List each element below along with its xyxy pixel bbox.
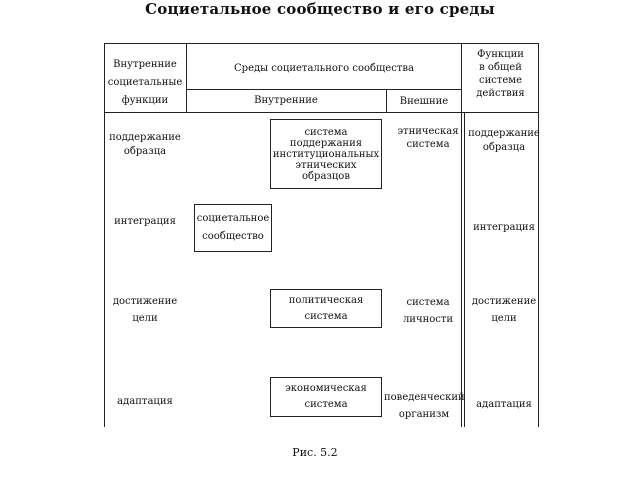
header-bottom-border: [104, 112, 539, 113]
row-label-pattern: поддержание образца: [109, 132, 181, 157]
general-integration: интеграция: [473, 222, 535, 233]
economic-system-label: экономическая система: [285, 383, 367, 410]
row-label-adaptation: адаптация: [117, 396, 173, 407]
header-environments: Среды социетального сообщества: [234, 63, 414, 74]
header-internal-functions: Внутренние социетальные функции: [107, 59, 183, 106]
political-system-box: политическая система: [270, 289, 382, 328]
general-goal-attainment: достижение цели: [471, 296, 537, 324]
pattern-maintenance-system-box: система поддержания институциональных эт…: [270, 119, 382, 189]
header-subdivider: [186, 89, 462, 90]
pattern-maintenance-system-label: система поддержания институциональных эт…: [272, 126, 380, 182]
external-behavioral-organism: поведенческий организм: [384, 392, 465, 420]
header-internal: Внутренние: [254, 95, 318, 106]
header-external: Внешние: [399, 96, 449, 107]
row-label-goal: достижение цели: [112, 296, 178, 324]
general-adaptation: адаптация: [476, 399, 532, 410]
table-top-border: [104, 43, 539, 44]
economic-system-box: экономическая система: [270, 377, 382, 417]
societal-community-box: социетальное сообщество: [194, 204, 272, 252]
table-right-border: [538, 43, 539, 427]
table-left-border: [104, 43, 105, 427]
external-ethnic-system: этническая система: [397, 126, 459, 150]
column-divider-general-a: [461, 43, 462, 427]
column-divider-internal-external: [386, 89, 387, 113]
column-divider-general-b: [464, 113, 465, 427]
political-system-label: политическая система: [288, 294, 364, 322]
header-functions-general: Функции в общей системе действия: [476, 49, 525, 99]
page-title: Социетальное сообщество и его среды: [145, 0, 495, 18]
societal-community-label: социетальное сообщество: [196, 213, 270, 242]
general-pattern-maintenance: поддержание образца: [468, 128, 540, 153]
external-personality-system: система личности: [402, 297, 454, 325]
column-divider-functions: [186, 43, 187, 113]
row-label-integration: интеграция: [114, 216, 176, 227]
figure-caption: Рис. 5.2: [292, 446, 338, 459]
